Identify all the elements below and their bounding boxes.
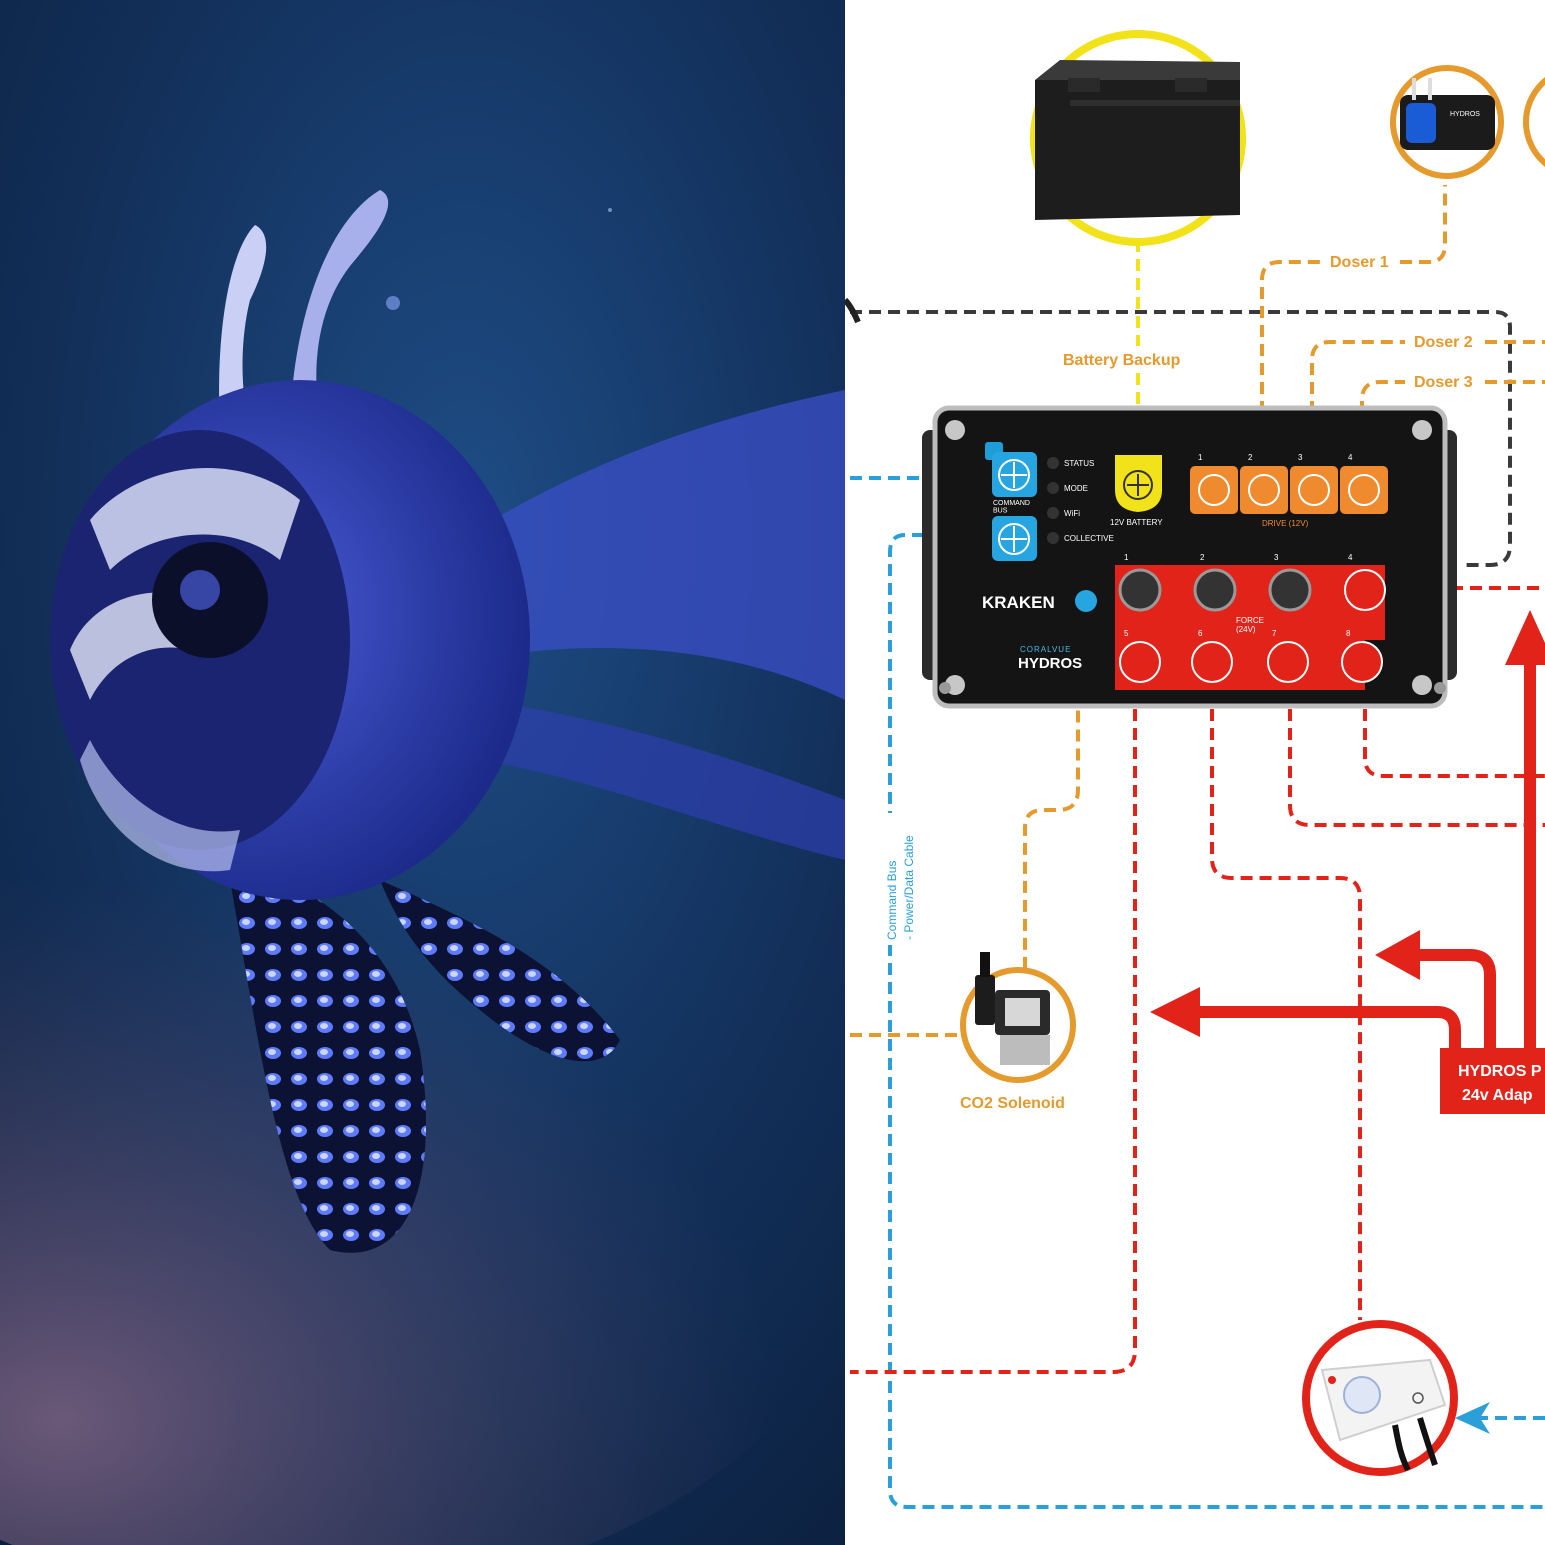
command-bus-line2: - Power/Data Cable — [902, 835, 916, 940]
octo-pump-node — [1302, 1320, 1458, 1476]
battery-backup-label: Battery Backup — [1063, 352, 1181, 369]
force6-cable — [1210, 690, 1362, 1320]
force-port-5: 5 — [1124, 629, 1129, 638]
command-bus-line1: Command Bus — [885, 861, 899, 940]
drive-port-2: 2 — [1248, 453, 1253, 462]
drive-port-3: 3 — [1298, 453, 1303, 462]
battery-port-label: 12V BATTERY — [1110, 518, 1163, 527]
force5-cable — [850, 690, 1137, 1374]
force-port-3: 3 — [1274, 553, 1279, 562]
force-port-8: 8 — [1346, 629, 1351, 638]
doser3-cable — [1360, 380, 1545, 470]
wiring-diagram-svg: HYDROS HYDROS P 24v Adap — [845, 30, 1545, 1509]
wiring-diagram: HYDROS HYDROS P 24v Adap — [845, 0, 1545, 1545]
mode-led-label: MODE — [1064, 484, 1088, 493]
fish-photo — [0, 0, 845, 1545]
co2-solenoid-label: CO2 Solenoid — [960, 1095, 1065, 1112]
doser-node: HYDROS — [1390, 65, 1504, 179]
force-label: FORCE(24V) — [1236, 616, 1264, 634]
force-port-4: 4 — [1348, 553, 1353, 562]
force-port-7: 7 — [1272, 629, 1277, 638]
fish-illustration — [0, 0, 845, 1545]
force-port-2: 2 — [1200, 553, 1205, 562]
kraken-label: KRAKEN — [982, 593, 1055, 612]
force7-cable — [1288, 690, 1545, 827]
adapter-line2: 24v Adap — [1462, 1087, 1533, 1104]
battery-backup-node — [1030, 30, 1246, 246]
force-ports: 1 2 3 4 5 6 7 8 FORCE(24V) — [1115, 553, 1386, 690]
command-bus-text: Command Bus - Power/Data Cable — [882, 813, 916, 945]
command-bus-cable-main — [888, 533, 1545, 1509]
power-arrow-mid — [1410, 949, 1496, 1048]
collective-led-label: COLLECTIVE — [1064, 534, 1114, 543]
force-port-6: 6 — [1198, 629, 1203, 638]
doser2-cable — [1310, 340, 1545, 470]
force-port-1: 1 — [1124, 553, 1129, 562]
adapter-line1: HYDROS P — [1458, 1063, 1542, 1080]
gray-cable — [850, 310, 1512, 567]
co2-solenoid-node — [960, 952, 1076, 1083]
doser2-label: Doser 2 — [1414, 334, 1473, 351]
hydros-label: HYDROS — [1018, 655, 1082, 672]
wifi-led-label: WiFi — [1064, 509, 1080, 518]
doser3-label: Doser 3 — [1414, 374, 1473, 391]
drive-label: DRIVE (12V) — [1262, 519, 1309, 528]
svg-text:HYDROS: HYDROS — [1450, 111, 1480, 118]
force8-cable — [1363, 690, 1545, 778]
status-led-label: STATUS — [1064, 459, 1094, 468]
drive-port-4: 4 — [1348, 453, 1353, 462]
doser1-cable — [1260, 185, 1447, 470]
adapter-box: HYDROS P 24v Adap — [1440, 1048, 1545, 1114]
drive-port-1: 1 — [1198, 453, 1203, 462]
drive-ports: 1 2 3 4 DRIVE (12V) — [1190, 453, 1388, 528]
power-arrow-left — [1190, 1006, 1461, 1048]
doser1-label: Doser 1 — [1330, 254, 1389, 271]
coralvue-label: CORALVUE — [1020, 645, 1071, 654]
